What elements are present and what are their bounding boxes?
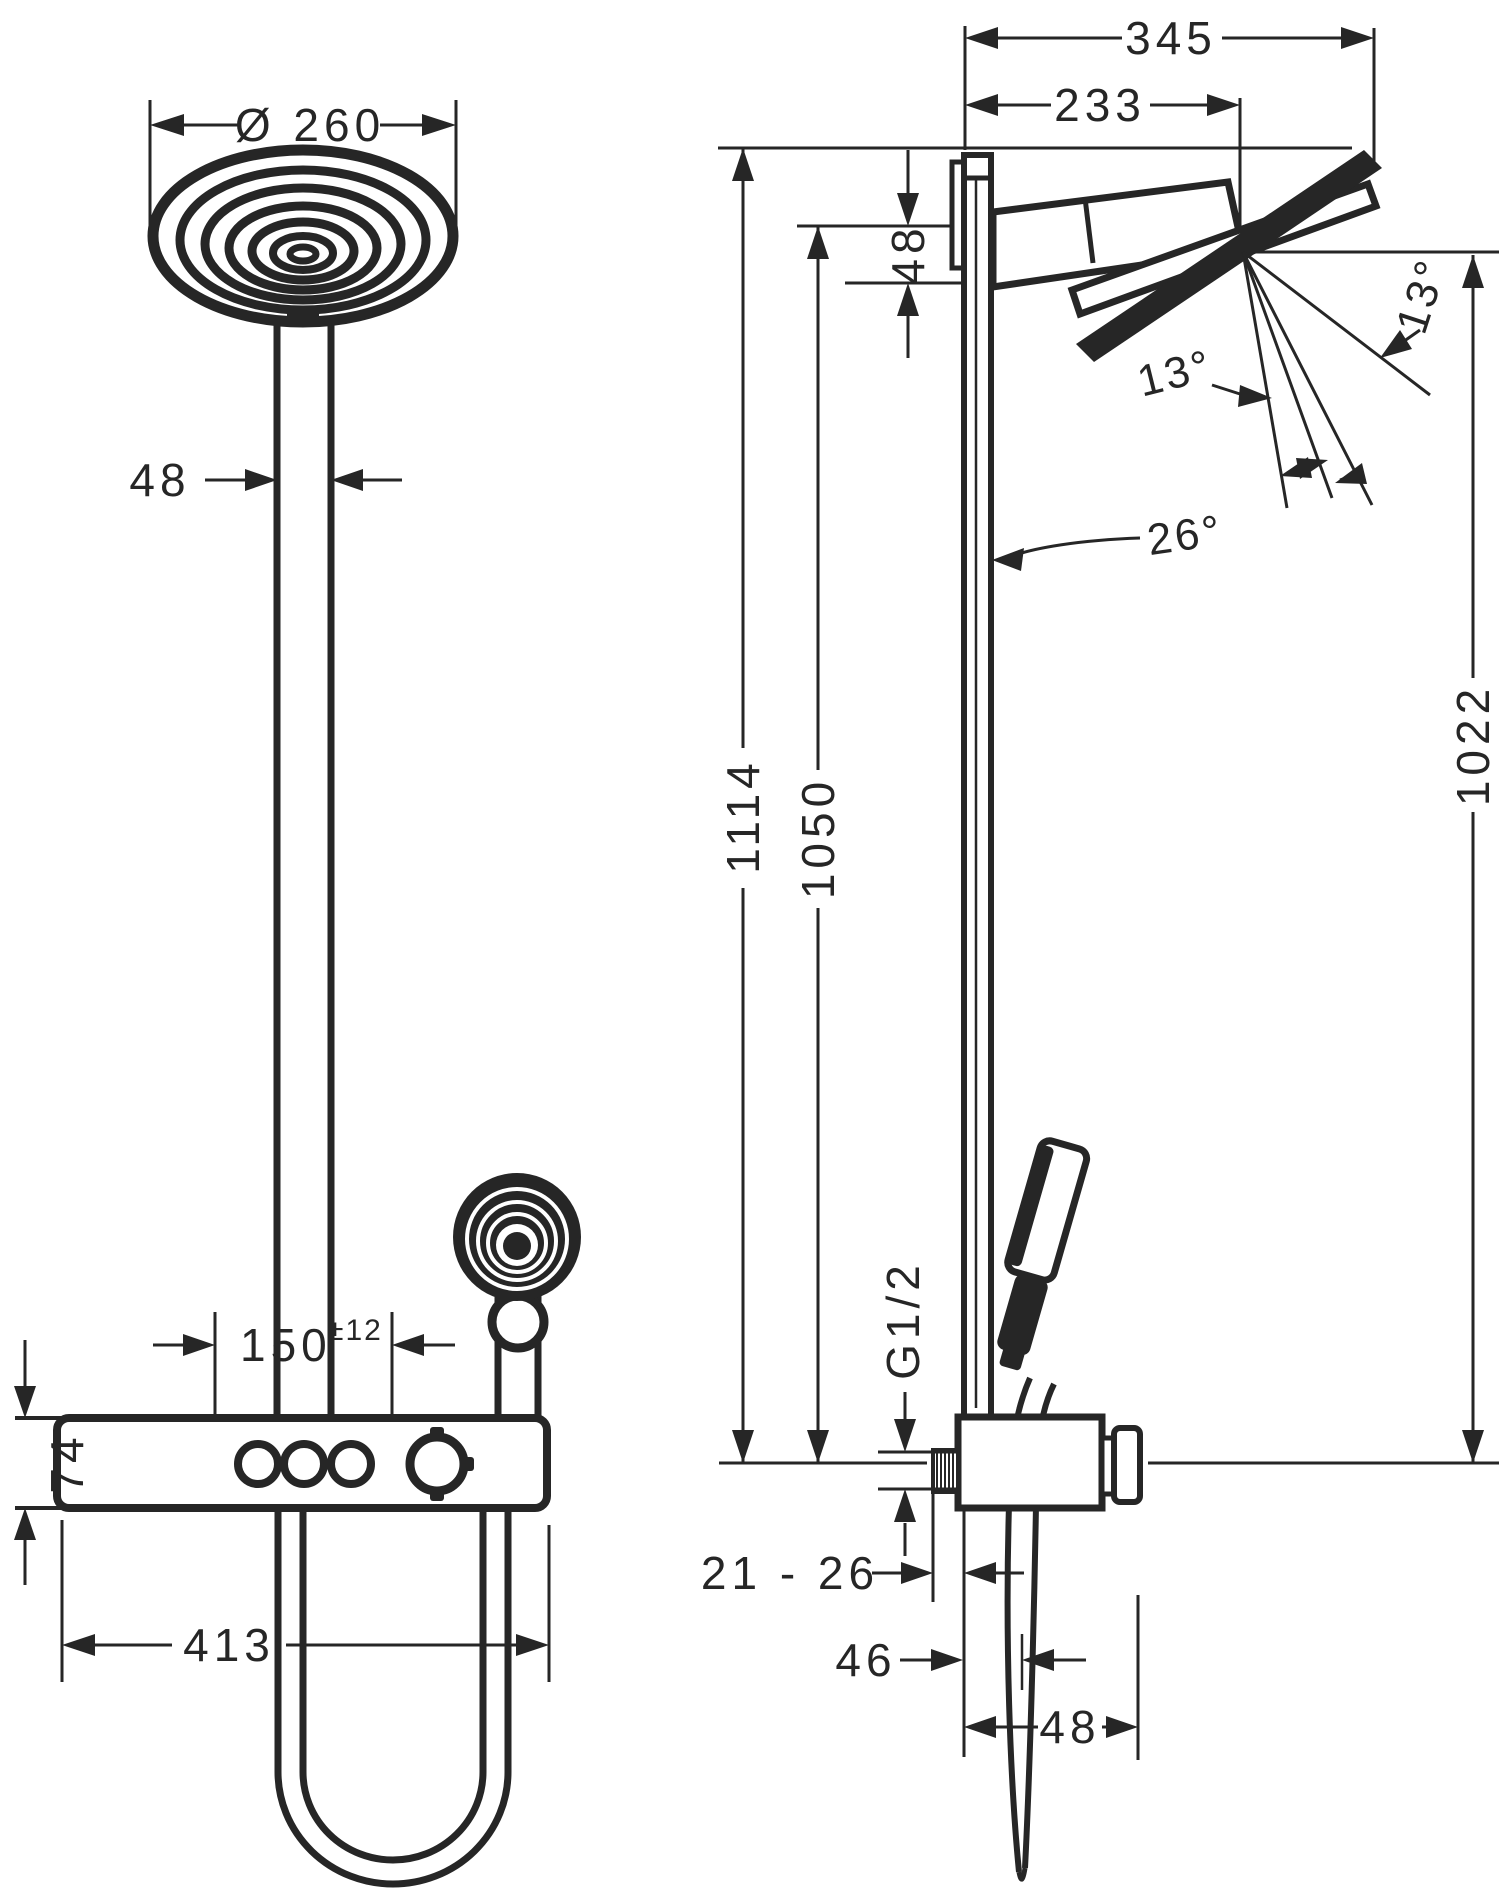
shower-hose-front	[274, 1508, 512, 1888]
pipe-width-label: 48	[129, 454, 190, 506]
pipe-joint	[287, 306, 319, 324]
overall-height-label: 1114	[717, 758, 769, 874]
dim-tilt-angles: 13° 13° 26°	[992, 253, 1457, 571]
dim-connection-thread: G1/2	[877, 1260, 958, 1556]
bracket-span-label: 150	[240, 1319, 332, 1371]
front-view: Ø 260 48 150	[14, 99, 581, 1888]
dim-bar-height: 1050	[792, 226, 844, 1463]
shower-bar-side	[949, 152, 994, 1423]
shower-hose-side	[1004, 1504, 1039, 1882]
side-view: 345 233 48	[701, 12, 1499, 1882]
shower-pipe-front	[273, 300, 335, 1420]
valve-body-side	[931, 1413, 1143, 1512]
dim-head-diameter: Ø 260	[148, 99, 458, 245]
select-button-2	[280, 1440, 328, 1488]
wall-distance-label: 21 - 26	[701, 1547, 879, 1599]
knob-cap	[1111, 1425, 1143, 1505]
bar-height-label: 1050	[792, 777, 844, 899]
bracket-span-tolerance-label: ±12	[327, 1314, 383, 1347]
dim-projection-total: 345	[963, 12, 1376, 162]
unit-height-label: 74	[41, 1432, 93, 1493]
unit-width-label: 413	[183, 1619, 275, 1671]
temperature-knob	[405, 1427, 474, 1501]
pivot-height-label: 1022	[1447, 684, 1499, 806]
projection-pivot-label: 233	[1054, 79, 1146, 131]
head-position-tilted	[1076, 150, 1382, 362]
thread-connector	[931, 1448, 960, 1494]
dim-overall-height: 1114	[717, 148, 769, 1463]
tilt-range-label: 26°	[1144, 506, 1226, 565]
connection-thread-label: G1/2	[877, 1260, 929, 1380]
dim-outlet-offset: 46	[835, 1634, 1086, 1690]
select-button-1	[234, 1440, 282, 1488]
select-button-3	[327, 1440, 375, 1488]
head-diameter-label: Ø 260	[235, 99, 385, 151]
handshower-front	[453, 1173, 581, 1420]
head-block-height-label: 48	[882, 223, 934, 284]
dim-head-block-height: 48	[882, 150, 934, 358]
tilt-step-right-label: 13°	[1387, 253, 1457, 340]
dim-outlet-spacing: 48	[964, 1595, 1140, 1760]
outlet-spacing-label: 48	[1039, 1701, 1100, 1753]
projection-total-label: 345	[1125, 12, 1217, 64]
dim-bracket-span: 150 ±12	[153, 1312, 455, 1418]
tilt-step-left-label: 13°	[1133, 341, 1218, 407]
outlet-offset-label: 46	[835, 1634, 896, 1686]
dim-pivot-height: 1022	[1447, 255, 1499, 1463]
dim-unit-height: 74	[14, 1340, 93, 1585]
dim-unit-width: 413	[60, 1520, 551, 1682]
thermostat-unit-front	[53, 1414, 551, 1512]
dim-projection-pivot: 233	[965, 79, 1242, 238]
overhead-shower-front	[147, 144, 459, 328]
holder-ring	[487, 1291, 549, 1353]
dim-pipe-width: 48	[129, 454, 402, 506]
dim-wall-distance: 21 - 26	[701, 1494, 1024, 1757]
shower-head-side	[1067, 150, 1382, 362]
spray-angle-rays	[1241, 250, 1499, 509]
